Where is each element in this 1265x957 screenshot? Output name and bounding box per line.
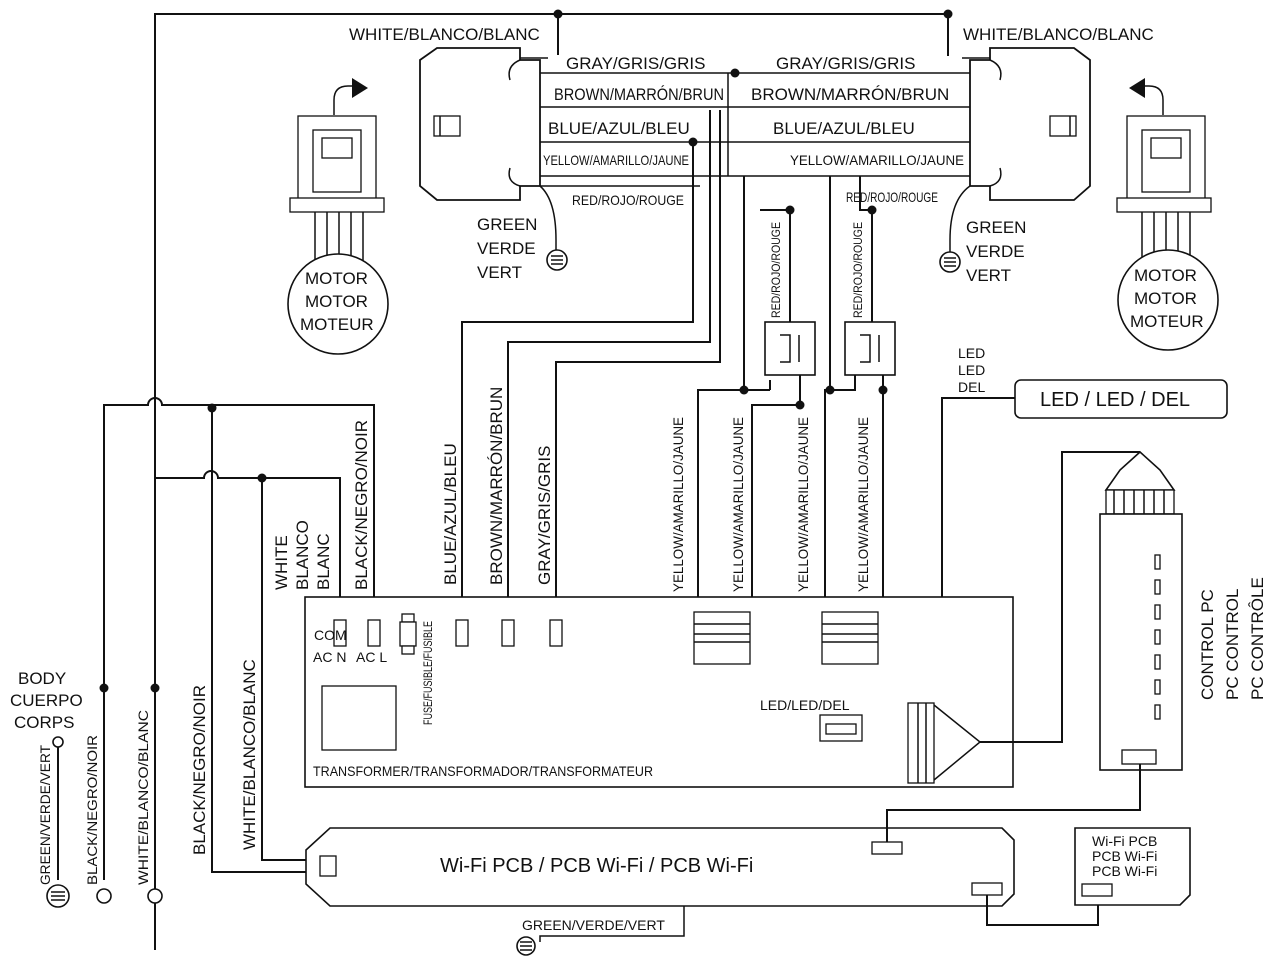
ground-right-label-1: GREEN xyxy=(966,218,1026,237)
wire-label-red-right: RED/ROJO/ROUGE xyxy=(846,189,938,205)
wire-label-gray-vert: GRAY/GRIS/GRIS xyxy=(535,446,554,586)
ground-right-label-2: VERDE xyxy=(966,242,1025,261)
motor-right-label-1: MOTOR xyxy=(1134,266,1197,285)
board-ac-n-label: AC N xyxy=(313,649,346,665)
wire-label-blue-vert: BLUE/AZUL/BLEU xyxy=(441,443,460,585)
wifi-pcb-small-1: Wi-Fi PCB xyxy=(1092,833,1157,849)
motor-right xyxy=(1116,78,1219,351)
led-box-label: LED / LED / DEL xyxy=(1040,389,1190,411)
motor-wire-bundle xyxy=(520,57,990,187)
power-supply-lines xyxy=(52,397,375,880)
board-transformer-label: TRANSFORMER/TRANSFORMADOR/TRANSFORMATEUR xyxy=(313,763,653,779)
left-motor-housing xyxy=(419,47,541,201)
wire-label-white-low: WHITE/BLANCO/BLANC xyxy=(240,659,259,850)
wire-label-blue-right: BLUE/AZUL/BLEU xyxy=(773,119,915,138)
wire-label-black-vert: BLACK/NEGRO/NOIR xyxy=(352,420,371,590)
led-stack-2: LED xyxy=(958,362,985,378)
led-box xyxy=(1014,379,1228,419)
white-terminal xyxy=(147,888,163,904)
motor-left-label-1: MOTOR xyxy=(305,269,368,288)
wire-label-yellow-v3: YELLOW/AMARILLO/JAUNE xyxy=(795,417,811,592)
board-ac-l-label: AC L xyxy=(356,649,387,665)
wire-label-yellow-v4: YELLOW/AMARILLO/JAUNE xyxy=(855,417,871,592)
wifi-pcb xyxy=(305,764,1141,926)
wire-label-white-stack-2: BLANCO xyxy=(293,520,312,590)
control-board xyxy=(304,596,1014,788)
led-stack-3: DEL xyxy=(958,379,985,395)
motor-left-label-3: MOTEUR xyxy=(300,315,374,334)
wire-label-green-main: GREEN/VERDE/VERT xyxy=(37,745,53,885)
motor-right-label-3: MOTEUR xyxy=(1130,312,1204,331)
wifi-pcb-small-3: PCB Wi-Fi xyxy=(1092,863,1157,879)
body-label-2: CUERPO xyxy=(10,691,83,710)
black-terminal xyxy=(96,888,112,904)
body-label-3: CORPS xyxy=(14,713,74,732)
board-com-label: COM xyxy=(314,627,347,643)
board-fuse-label: FUSE/FUSIBLE/FUSIBLE xyxy=(421,621,435,725)
ground-right-label-3: VERT xyxy=(966,266,1011,285)
wire-label-yellow-left: YELLOW/AMARILLO/JAUNE xyxy=(543,152,689,168)
wire-label-brown-vert: BROWN/MARRÓN/BRUN xyxy=(487,387,506,585)
ground-left-label-1: GREEN xyxy=(477,215,537,234)
motor-left-label-2: MOTOR xyxy=(305,292,368,311)
wifi-pcb-small xyxy=(1074,827,1191,906)
wifi-pcb-small-2: PCB Wi-Fi xyxy=(1092,848,1157,864)
control-pc-label-2: PC CONTROL xyxy=(1223,589,1242,700)
wire-label-white-stack-1: WHITE xyxy=(272,535,291,590)
ground-left-label-3: VERT xyxy=(477,263,522,282)
board-led-connector-label: LED/LED/DEL xyxy=(760,697,850,713)
led-stack-1: LED xyxy=(958,345,985,361)
wire-label-red-vert-right: RED/ROJO/ROUGE xyxy=(851,222,865,318)
wire-label-yellow-v2: YELLOW/AMARILLO/JAUNE xyxy=(730,417,746,592)
wire-label-gray-left: GRAY/GRIS/GRIS xyxy=(566,54,706,73)
motor-right-label-2: MOTOR xyxy=(1134,289,1197,308)
body-label-1: BODY xyxy=(18,669,66,688)
wire-label-yellow-v1: YELLOW/AMARILLO/JAUNE xyxy=(670,417,686,592)
wire-label-green-bottom: GREEN/VERDE/VERT xyxy=(522,917,665,933)
wire-label-white-right: WHITE/BLANCO/BLANC xyxy=(963,25,1154,44)
wire-label-gray-right: GRAY/GRIS/GRIS xyxy=(776,54,916,73)
control-pc-label-3: PC CONTRÔLE xyxy=(1248,577,1265,700)
wire-label-black-term: BLACK/NEGRO/NOIR xyxy=(84,735,100,885)
white-supply-loop xyxy=(154,9,953,950)
wire-label-white-stack-3: BLANC xyxy=(314,533,333,590)
wire-label-yellow-right: YELLOW/AMARILLO/JAUNE xyxy=(790,152,964,168)
wifi-pcb-label: Wi-Fi PCB / PCB Wi-Fi / PCB Wi-Fi xyxy=(440,855,753,877)
ground-terminal-body xyxy=(46,884,70,908)
wire-label-white-term: WHITE/BLANCO/BLANC xyxy=(135,710,151,885)
ground-left xyxy=(539,185,568,271)
ground-right xyxy=(939,185,971,273)
motor-left xyxy=(287,78,389,355)
wire-label-white-left: WHITE/BLANCO/BLANC xyxy=(349,25,540,44)
right-motor-housing xyxy=(969,47,1091,201)
wire-label-red-left: RED/ROJO/ROUGE xyxy=(572,192,684,208)
wire-label-brown-left: BROWN/MARRÓN/BRUN xyxy=(554,85,724,104)
ground-bottom xyxy=(516,906,685,956)
wire-label-blue-left: BLUE/AZUL/BLEU xyxy=(548,119,690,138)
ground-left-label-2: VERDE xyxy=(477,239,536,258)
capacitor-right xyxy=(844,321,896,376)
wire-label-brown-right: BROWN/MARRÓN/BRUN xyxy=(751,85,949,104)
control-pc-label-1: CONTROL PC xyxy=(1198,589,1217,700)
wire-label-black-low: BLACK/NEGRO/NOIR xyxy=(190,685,209,855)
capacitor-left xyxy=(764,321,816,376)
wire-label-red-vert-left: RED/ROJO/ROUGE xyxy=(769,222,783,318)
